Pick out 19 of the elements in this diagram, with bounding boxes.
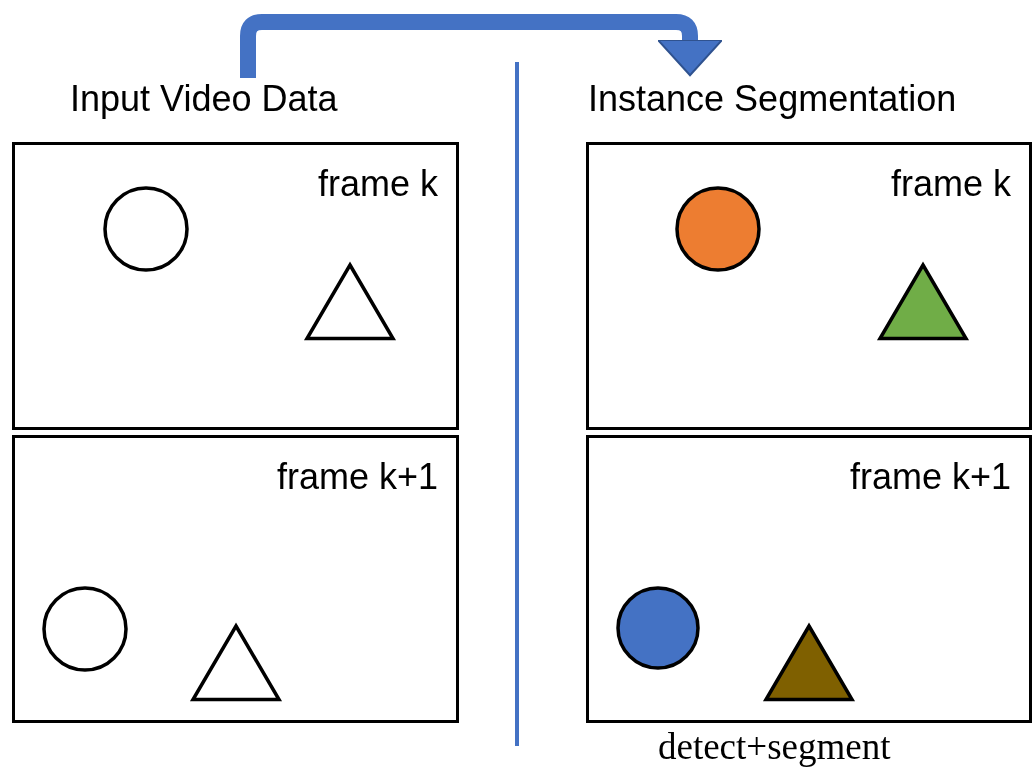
- video-frame-panel: [12, 435, 459, 723]
- frame-label: frame k: [890, 163, 1011, 205]
- frame-label: frame k+1: [849, 456, 1011, 498]
- circle: [616, 586, 700, 670]
- triangle: [191, 624, 281, 702]
- video-frame-panel: [586, 435, 1032, 723]
- triangle: [764, 624, 854, 702]
- section-heading: Instance Segmentation: [588, 78, 957, 120]
- circle: [675, 186, 761, 272]
- circle: [42, 586, 128, 672]
- section-heading: Input Video Data: [70, 78, 338, 120]
- triangle: [305, 263, 395, 341]
- frame-label: frame k+1: [276, 456, 438, 498]
- frame-label: frame k: [317, 163, 438, 205]
- video-frame-panel: [586, 142, 1032, 430]
- triangle: [878, 263, 968, 341]
- caption-text: detect+segment: [658, 725, 891, 768]
- circle: [103, 186, 189, 272]
- video-frame-panel: [12, 142, 459, 430]
